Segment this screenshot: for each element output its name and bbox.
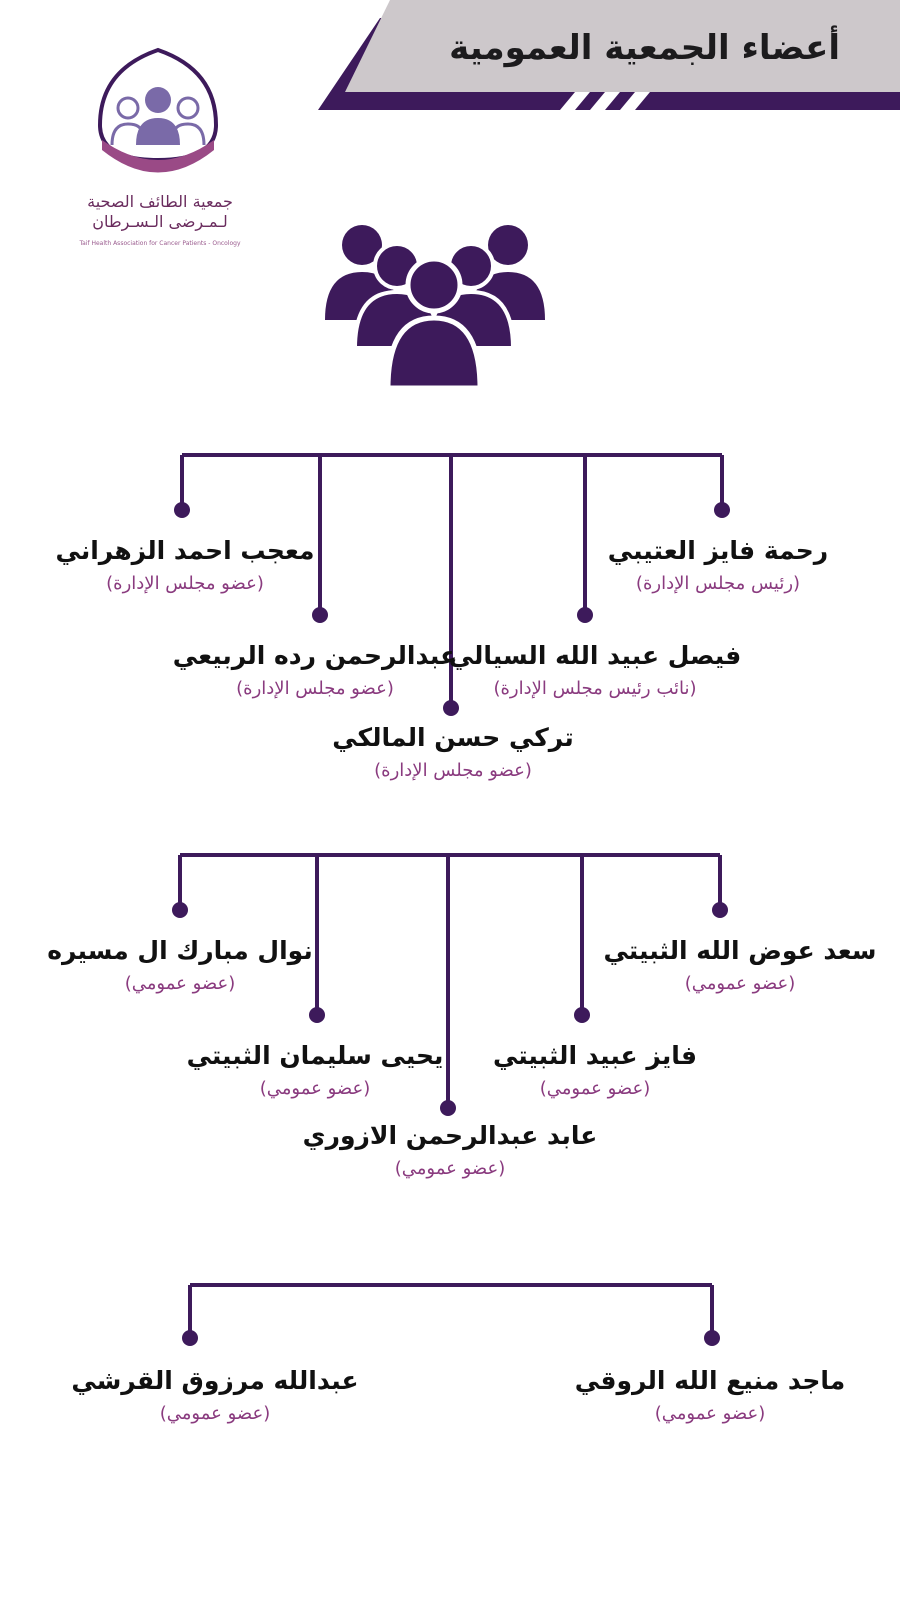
org-name: جمعية الطائف الصحية لـمـرضى الـسـرطان [70, 192, 250, 232]
member-node: سعد عوض الله الثبيتي (عضو عمومي) [600, 935, 880, 997]
tree-board [180, 453, 724, 708]
member-role: (عضو مجلس الإدارة) [374, 760, 532, 781]
page-title: أعضاء الجمعية العمومية [449, 28, 840, 68]
member-role: (عضو عمومي) [654, 1403, 766, 1424]
member-node: عبدالرحمن رده الربيعي (عضو مجلس الإدارة) [150, 640, 480, 702]
node-dot [182, 1330, 198, 1346]
member-role: (عضو مجلس الإدارة) [236, 678, 394, 699]
member-node: عابد عبدالرحمن الازوري (عضو عمومي) [285, 1120, 615, 1182]
node-dot [577, 607, 593, 623]
node-dot [309, 1007, 325, 1023]
node-dot [172, 902, 188, 918]
member-role: (عضو عمومي) [159, 1403, 271, 1424]
member-name: ماجد منيع الله الروقي [574, 1366, 846, 1395]
node-dot [712, 902, 728, 918]
member-node: رحمة فايز العتيبي (رئيس مجلس الإدارة) [583, 535, 853, 597]
member-node: ماجد منيع الله الروقي (عضو عمومي) [555, 1365, 865, 1427]
node-dot [440, 1100, 456, 1116]
member-node: معجب احمد الزهراني (عضو مجلس الإدارة) [40, 535, 330, 597]
member-node: تركي حسن المالكي (عضو مجلس الإدارة) [288, 722, 618, 784]
member-name: فايز عبيد الثبيتي [492, 1041, 698, 1070]
member-name: عابد عبدالرحمن الازوري [302, 1121, 598, 1150]
org-name-line1: جمعية الطائف الصحية [87, 192, 233, 211]
member-name: تركي حسن المالكي [332, 723, 574, 752]
org-name-en: Taif Health Association for Cancer Patie… [79, 240, 241, 247]
node-dot [714, 502, 730, 518]
member-role: (عضو عمومي) [259, 1078, 371, 1099]
member-role: (عضو عمومي) [124, 973, 236, 994]
member-role: (رئيس مجلس الإدارة) [635, 573, 801, 594]
logo [97, 47, 219, 173]
member-role: (عضو مجلس الإدارة) [106, 573, 264, 594]
member-node: عبدالله مرزوق القرشي (عضو عمومي) [60, 1365, 370, 1427]
member-name: معجب احمد الزهراني [55, 536, 315, 565]
group-people-icon [325, 225, 545, 391]
node-dot [704, 1330, 720, 1346]
member-name: فيصل عبيد الله السيالي [448, 641, 742, 670]
member-role: (عضو عمومي) [394, 1158, 506, 1179]
member-name: عبدالرحمن رده الربيعي [172, 641, 458, 670]
member-node: يحيى سليمان الثبيتي (عضو عمومي) [150, 1040, 480, 1102]
member-name: عبدالله مرزوق القرشي [71, 1366, 359, 1395]
member-role: (عضو عمومي) [684, 973, 796, 994]
member-name: رحمة فايز العتيبي [607, 536, 829, 565]
node-dot [312, 607, 328, 623]
org-name-line2: لـمـرضى الـسـرطان [92, 212, 228, 231]
member-name: يحيى سليمان الثبيتي [186, 1041, 444, 1070]
member-role: (عضو عمومي) [539, 1078, 651, 1099]
member-name: سعد عوض الله الثبيتي [603, 936, 877, 965]
member-node: نوال مبارك ال مسيره (عضو عمومي) [35, 935, 325, 997]
tree-general-2 [188, 1283, 714, 1338]
member-name: نوال مبارك ال مسيره [47, 936, 313, 965]
node-dot [574, 1007, 590, 1023]
member-node: فايز عبيد الثبيتي (عضو عمومي) [440, 1040, 750, 1102]
member-role: (نائب رئيس مجلس الإدارة) [493, 678, 697, 699]
header-banner [318, 0, 900, 110]
node-dot [443, 700, 459, 716]
node-dot [174, 502, 190, 518]
tree-general-1 [178, 853, 722, 1108]
member-node: فيصل عبيد الله السيالي (نائب رئيس مجلس ا… [430, 640, 760, 702]
